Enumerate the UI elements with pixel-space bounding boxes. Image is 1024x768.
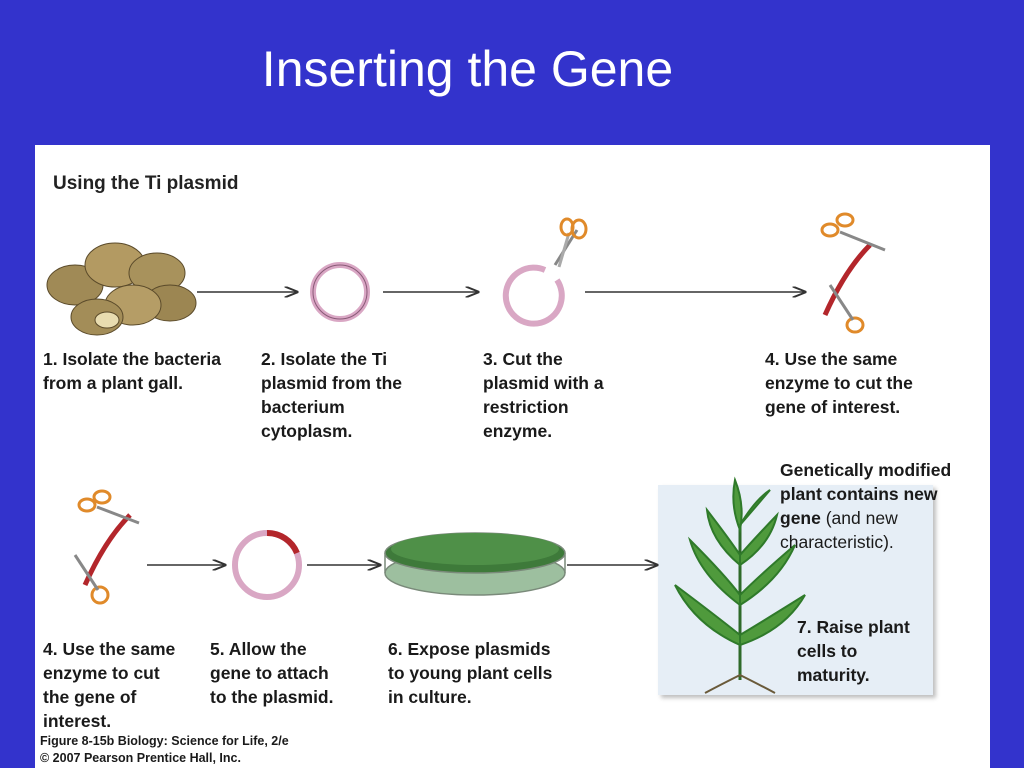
step-4-line: gene of interest. <box>765 397 901 417</box>
step-2-line: 2. Isolate the Ti <box>261 349 388 369</box>
scissors-icon <box>553 217 588 268</box>
step-1-label: 1. Isolate the bacteria from a plant gal… <box>43 347 221 395</box>
step-5-line: gene to attach <box>210 663 329 683</box>
step-6-line: to young plant cells <box>388 663 553 683</box>
step-5-label: 5. Allow the gene to attach to the plasm… <box>210 637 333 709</box>
step-4-repeat-line: enzyme to cut <box>43 663 160 683</box>
step-3-line: 3. Cut the <box>483 349 563 369</box>
gm-line-2: plant contains new <box>780 484 938 504</box>
gm-gene-word: gene <box>780 508 821 528</box>
step-4-repeat-line: 4. Use the same <box>43 639 176 659</box>
step-2-line: bacterium <box>261 397 345 417</box>
cut-plasmid-icon <box>502 264 565 327</box>
step-5-line: 5. Allow the <box>210 639 307 659</box>
step-3-line: restriction <box>483 397 569 417</box>
step-4-repeat-line: the gene of <box>43 687 137 707</box>
step-5-line: to the plasmid. <box>210 687 334 707</box>
gene-icon <box>820 212 886 334</box>
step-2-label: 2. Isolate the Ti plasmid from the bacte… <box>261 347 402 443</box>
diagram-graphics <box>46 212 886 694</box>
step-7-line: 7. Raise plant <box>797 617 910 637</box>
step-7-line: maturity. <box>797 665 870 685</box>
gm-line-3-rest: (and new <box>820 508 898 528</box>
copyright-line: © 2007 Pearson Prentice Hall, Inc. <box>40 751 241 765</box>
step-4-line: 4. Use the same <box>765 349 898 369</box>
step-4-line: enzyme to cut the <box>765 373 913 393</box>
step-3-line: enzyme. <box>483 421 553 441</box>
gm-plant-note: Genetically modified plant contains new … <box>780 458 951 554</box>
step-7-line: cells to <box>797 641 858 661</box>
figure-caption: Figure 8-15b Biology: Science for Life, … <box>40 733 289 767</box>
step-4-repeat-line: interest. <box>43 711 112 731</box>
step-2-line: plasmid from the <box>261 373 402 393</box>
step-6-line: in culture. <box>388 687 472 707</box>
gm-line-4: characteristic). <box>780 532 894 552</box>
step-3-line: plasmid with a <box>483 373 604 393</box>
diagram-panel: Using the Ti plasmid <box>35 145 990 768</box>
step-3-label: 3. Cut the plasmid with a restriction en… <box>483 347 604 443</box>
step-6-line: 6. Expose plasmids <box>388 639 551 659</box>
gene-icon-row2 <box>73 489 140 605</box>
diagram-heading: Using the Ti plasmid <box>53 173 239 194</box>
caption-line: Figure 8-15b Biology: Science for Life, … <box>40 734 289 748</box>
plant-box <box>658 485 933 695</box>
gm-line-3: gene (and new <box>780 506 951 530</box>
step-4-repeat-label: 4. Use the same enzyme to cut the gene o… <box>43 637 175 733</box>
step-1-line: from a plant gall. <box>43 373 184 393</box>
bacteria-icon <box>46 242 197 336</box>
step-4-label: 4. Use the same enzyme to cut the gene o… <box>765 347 913 419</box>
gm-line-1: Genetically modified <box>780 460 952 480</box>
step-6-label: 6. Expose plasmids to young plant cells … <box>388 637 552 709</box>
plant-icon <box>674 476 806 694</box>
petri-dish-icon <box>384 532 566 596</box>
slide-title: Inserting the Gene <box>261 41 674 97</box>
step-1-line: 1. Isolate the bacteria <box>43 349 221 369</box>
step-7-label: 7. Raise plant cells to maturity. <box>797 615 910 687</box>
step-2-line: cytoplasm. <box>261 421 353 441</box>
